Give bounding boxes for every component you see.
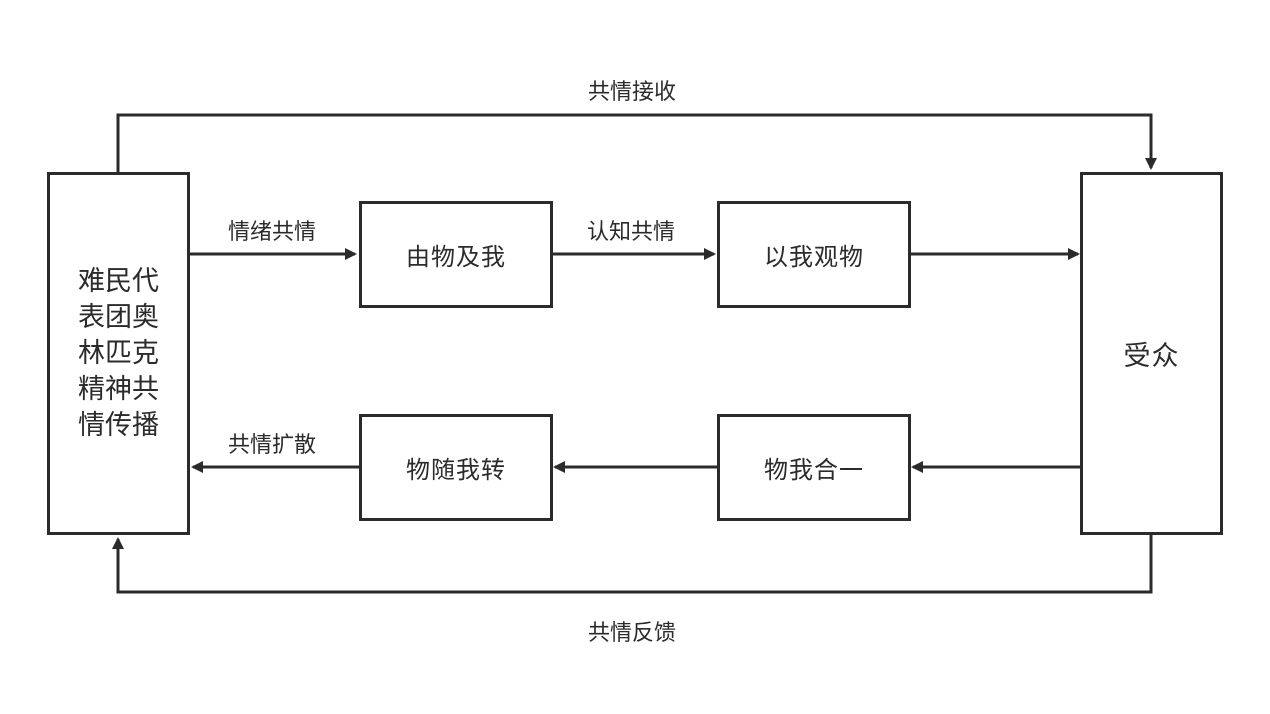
node-self-view-object-label: 以我观物 (764, 243, 864, 271)
edge-empathy-reception (116, 113, 1157, 172)
edge-label-empathy-reception: 共情接收 (588, 80, 677, 105)
node-object-self-unity: 物我合一 (717, 414, 911, 521)
node-object-follow-self: 物随我转 (359, 414, 553, 521)
node-audience-label: 受众 (1123, 341, 1180, 372)
node-object-to-self-label: 由物及我 (406, 243, 506, 271)
node-object-self-unity-label: 物我合一 (764, 456, 864, 484)
edge-label-empathy-diffusion: 共情扩散 (228, 433, 317, 458)
edge-label-emotional-empathy: 情绪共情 (228, 220, 317, 245)
node-source: 难民代表团奥林匹克精神共情传播 (47, 172, 190, 535)
node-object-to-self: 由物及我 (359, 201, 553, 308)
edge-label-empathy-feedback: 共情反馈 (588, 621, 677, 646)
node-audience: 受众 (1080, 172, 1223, 535)
edge-empathy-feedback (112, 535, 1153, 594)
node-source-label: 难民代表团奥林匹克精神共情传播 (78, 265, 159, 441)
edge-label-cognitive-empathy: 认知共情 (587, 220, 676, 245)
node-self-view-object: 以我观物 (717, 201, 911, 308)
node-object-follow-self-label: 物随我转 (406, 456, 506, 484)
